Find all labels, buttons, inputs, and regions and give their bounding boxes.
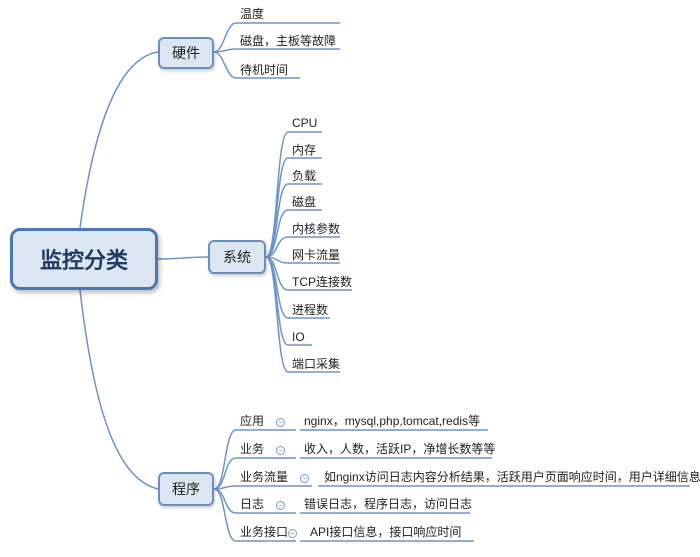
collapse-toggle-icon[interactable]: − [300,474,309,483]
link-root-program [79,289,159,490]
hardware-item[interactable]: 磁盘，主板等故障 [240,34,337,48]
system-item[interactable]: CPU [292,116,318,130]
program-item-detail[interactable]: nginx，mysql,php,tomcat,redis等 [304,414,481,428]
system-item[interactable]: 负载 [292,169,317,183]
program-item-name[interactable]: 业务 [240,442,265,456]
root-title: 监控分类 [39,248,128,273]
branch-program-label: 程序 [172,481,200,497]
program-item-name[interactable]: 应用 [240,414,265,428]
branch-system-label: 系统 [223,249,251,265]
branch-program[interactable]: 程序 [158,472,214,506]
system-item[interactable]: IO [292,330,305,344]
system-item[interactable]: 磁盘 [292,195,317,209]
program-item-name[interactable]: 业务流量 [240,470,289,484]
collapse-toggle-icon[interactable]: − [276,446,285,455]
collapse-toggle-icon[interactable]: − [276,418,285,427]
program-item-detail[interactable]: 收入，人数，活跃IP，净增长数等等 [304,442,496,456]
hardware-item[interactable]: 温度 [240,7,265,21]
program-item-detail[interactable]: API接口信息，接口响应时间 [310,525,462,539]
program-item-name[interactable]: 业务接口 [240,525,289,539]
collapse-toggle-icon[interactable]: − [288,529,297,538]
branch-hardware[interactable]: 硬件 [158,37,214,69]
system-item[interactable]: 内核参数 [292,222,341,236]
system-item[interactable]: 进程数 [292,303,329,317]
system-item[interactable]: 端口采集 [292,357,341,371]
hardware-item[interactable]: 待机时间 [240,63,289,77]
branch-system[interactable]: 系统 [208,240,266,274]
program-item-detail[interactable]: 如nginx访问日志内容分析结果，活跃用户页面响应时间，用户详细信息 [324,470,700,484]
branch-hardware-label: 硬件 [172,45,200,61]
system-item[interactable]: 内存 [292,143,317,157]
collapse-toggle-icon[interactable]: − [276,501,285,510]
system-item[interactable]: 网卡流量 [292,248,341,262]
program-item-name[interactable]: 日志 [240,497,265,511]
system-item[interactable]: TCP连接数 [292,275,353,289]
root-node[interactable]: 监控分类 [10,228,158,290]
link-root-system [157,256,209,260]
link-root-hardware [79,51,159,229]
program-item-detail[interactable]: 错误日志，程序日志，访问日志 [304,497,473,511]
